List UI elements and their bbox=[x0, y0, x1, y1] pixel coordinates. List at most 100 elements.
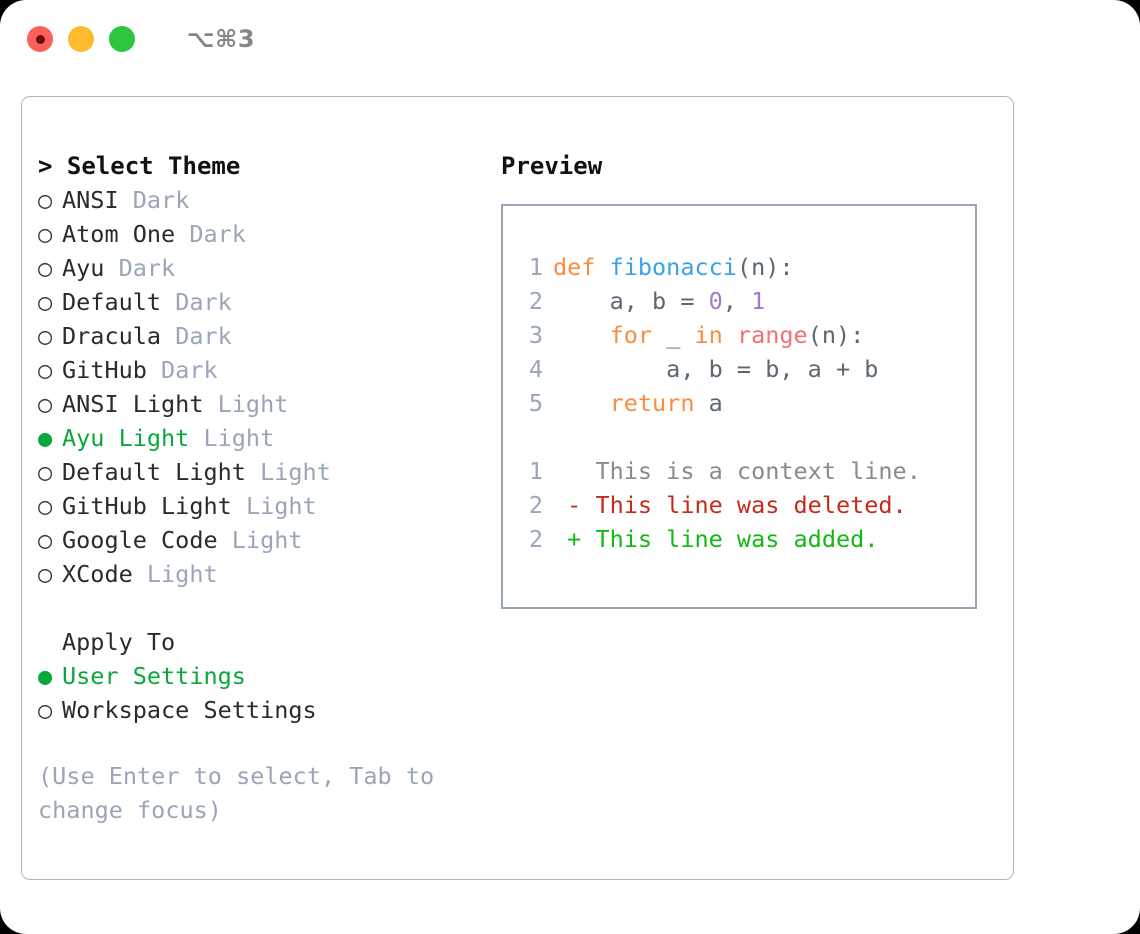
code-token-plain: a bbox=[694, 389, 723, 417]
code-line: 2 a, b = 0, 1 bbox=[503, 284, 975, 318]
code-token-kw: in bbox=[694, 321, 723, 349]
apply-to-option-user-settings[interactable]: ● User Settings bbox=[38, 659, 498, 693]
code-token-punc: (n): bbox=[807, 321, 865, 349]
radio-unselected-icon: ○ bbox=[38, 254, 53, 282]
code-gap bbox=[503, 420, 975, 454]
theme-option-variant-tag: Dark bbox=[132, 186, 190, 214]
diff-line-ctx: 1 This is a context line. bbox=[503, 454, 975, 488]
radio-unselected-icon: ○ bbox=[38, 356, 53, 384]
theme-option-variant-tag: Light bbox=[245, 492, 317, 520]
theme-option-variant-tag: Light bbox=[231, 526, 303, 554]
diff-line-add: 2 + This line was added. bbox=[503, 522, 975, 556]
theme-option-name: ANSI Light bbox=[62, 390, 218, 418]
theme-option-default[interactable]: ○ Default Dark bbox=[38, 285, 498, 319]
radio-unselected-icon: ○ bbox=[38, 288, 53, 316]
theme-option-name: GitHub Light bbox=[62, 492, 246, 520]
code-line-number: 1 bbox=[528, 253, 543, 281]
theme-option-github[interactable]: ○ GitHub Dark bbox=[38, 353, 498, 387]
code-token-plain: a, b = bbox=[553, 287, 709, 315]
theme-option-variant-tag: Dark bbox=[161, 356, 218, 384]
theme-option-default-light[interactable]: ○ Default Light Light bbox=[38, 455, 498, 489]
code-token-num: 0 bbox=[708, 287, 723, 315]
theme-option-variant-tag: Dark bbox=[118, 254, 176, 282]
radio-unselected-icon: ○ bbox=[38, 492, 53, 520]
theme-option-variant-tag: Light bbox=[203, 424, 275, 452]
minimize-button[interactable] bbox=[68, 26, 94, 52]
theme-option-atom-one[interactable]: ○Atom One Dark bbox=[38, 217, 498, 251]
diff-line-text: - This line was deleted. bbox=[553, 491, 907, 519]
code-token-plain bbox=[723, 318, 737, 352]
theme-option-variant-tag: Light bbox=[146, 560, 218, 588]
theme-option-github-light[interactable]: ○ GitHub Light Light bbox=[38, 489, 498, 523]
select-theme-header: > Select Theme bbox=[38, 149, 498, 183]
keyboard-hint: (Use Enter to select, Tab to change focu… bbox=[38, 759, 438, 827]
radio-unselected-icon: ○ bbox=[38, 186, 53, 214]
diff-line-number: 1 bbox=[528, 457, 543, 485]
apply-to-option-name: Workspace Settings bbox=[62, 696, 317, 724]
code-line: 5 return a bbox=[503, 386, 975, 420]
theme-picker-card: > Select Theme ○ANSI Dark○Atom One Dark○… bbox=[21, 96, 1014, 880]
code-token-kw: return bbox=[609, 389, 695, 417]
theme-option-dracula[interactable]: ○ Dracula Dark bbox=[38, 319, 498, 353]
theme-option-name: Ayu bbox=[62, 254, 119, 282]
code-line-number: 3 bbox=[528, 321, 543, 349]
theme-option-ayu-light[interactable]: ●Ayu Light Light bbox=[38, 421, 498, 455]
code-token-kw: for bbox=[609, 321, 653, 349]
code-line: 3 for _ in range(n): bbox=[503, 318, 975, 352]
theme-options-list: ○ANSI Dark○Atom One Dark○Ayu Dark○Defaul… bbox=[38, 183, 498, 591]
close-button[interactable] bbox=[27, 26, 53, 52]
theme-option-name: Dracula bbox=[62, 322, 176, 350]
theme-option-name: GitHub bbox=[62, 356, 162, 384]
diff-line-text: This is a context line. bbox=[553, 457, 921, 485]
radio-unselected-icon: ○ bbox=[38, 696, 53, 724]
theme-option-name: Atom One bbox=[62, 220, 190, 248]
theme-option-variant-tag: Light bbox=[260, 458, 331, 486]
apply-to-header-marker bbox=[38, 625, 62, 659]
theme-option-variant-tag: Dark bbox=[175, 322, 232, 350]
shortcut-label: ⌥⌘3 bbox=[187, 25, 256, 53]
theme-option-name: Google Code bbox=[62, 526, 232, 554]
theme-list-pane: > Select Theme ○ANSI Dark○Atom One Dark○… bbox=[38, 149, 498, 827]
code-line-number: 2 bbox=[528, 287, 543, 315]
theme-option-ansi[interactable]: ○ ANSI Dark bbox=[38, 183, 498, 217]
radio-unselected-icon: ○ bbox=[38, 526, 53, 554]
theme-option-xcode[interactable]: ○XCode Light bbox=[38, 557, 498, 591]
theme-option-variant-tag: Dark bbox=[175, 288, 232, 316]
theme-option-name: Default Light bbox=[62, 458, 261, 486]
code-token-num: 1 bbox=[751, 287, 766, 315]
theme-option-name: Default bbox=[62, 288, 176, 316]
code-token-plain: _ bbox=[652, 321, 695, 349]
keyboard-hint-line-1: (Use Enter to select, Tab to bbox=[38, 762, 435, 790]
theme-option-name: ANSI bbox=[62, 186, 133, 214]
code-token-kw: def bbox=[553, 253, 610, 281]
theme-option-google-code[interactable]: ○ Google Code Light bbox=[38, 523, 498, 557]
radio-unselected-icon: ○ bbox=[38, 458, 53, 486]
diff-line-number: 2 bbox=[528, 491, 543, 519]
select-theme-header-prefix: > bbox=[38, 152, 67, 180]
title-bar: ⌥⌘3 bbox=[0, 0, 1140, 78]
code-token-punc: (n): bbox=[736, 253, 794, 281]
diff-sample: 1 This is a context line.2 - This line w… bbox=[503, 454, 975, 556]
list-spacer bbox=[38, 591, 498, 625]
apply-to-options-list: ● User Settings ○ Workspace Settings bbox=[38, 659, 498, 727]
apply-to-option-workspace-settings[interactable]: ○ Workspace Settings bbox=[38, 693, 498, 727]
radio-unselected-icon: ○ bbox=[38, 560, 53, 588]
diff-line-del: 2 - This line was deleted. bbox=[503, 488, 975, 522]
zoom-button[interactable] bbox=[109, 26, 135, 52]
recording-indicator-icon bbox=[35, 34, 45, 44]
theme-option-variant-tag: Dark bbox=[189, 220, 246, 248]
code-line-number: 4 bbox=[528, 355, 543, 383]
radio-selected-icon: ● bbox=[38, 662, 53, 690]
theme-option-ayu[interactable]: ○ Ayu Dark bbox=[38, 251, 498, 285]
diff-line-number: 2 bbox=[528, 525, 543, 553]
theme-option-ansi-light[interactable]: ○ANSI Light Light bbox=[38, 387, 498, 421]
radio-unselected-icon: ○ bbox=[38, 390, 53, 418]
keyboard-hint-line-2: change focus) bbox=[38, 796, 222, 824]
radio-unselected-icon: ○ bbox=[38, 322, 53, 350]
radio-selected-icon: ● bbox=[38, 424, 53, 452]
apply-to-option-name: User Settings bbox=[62, 662, 246, 690]
